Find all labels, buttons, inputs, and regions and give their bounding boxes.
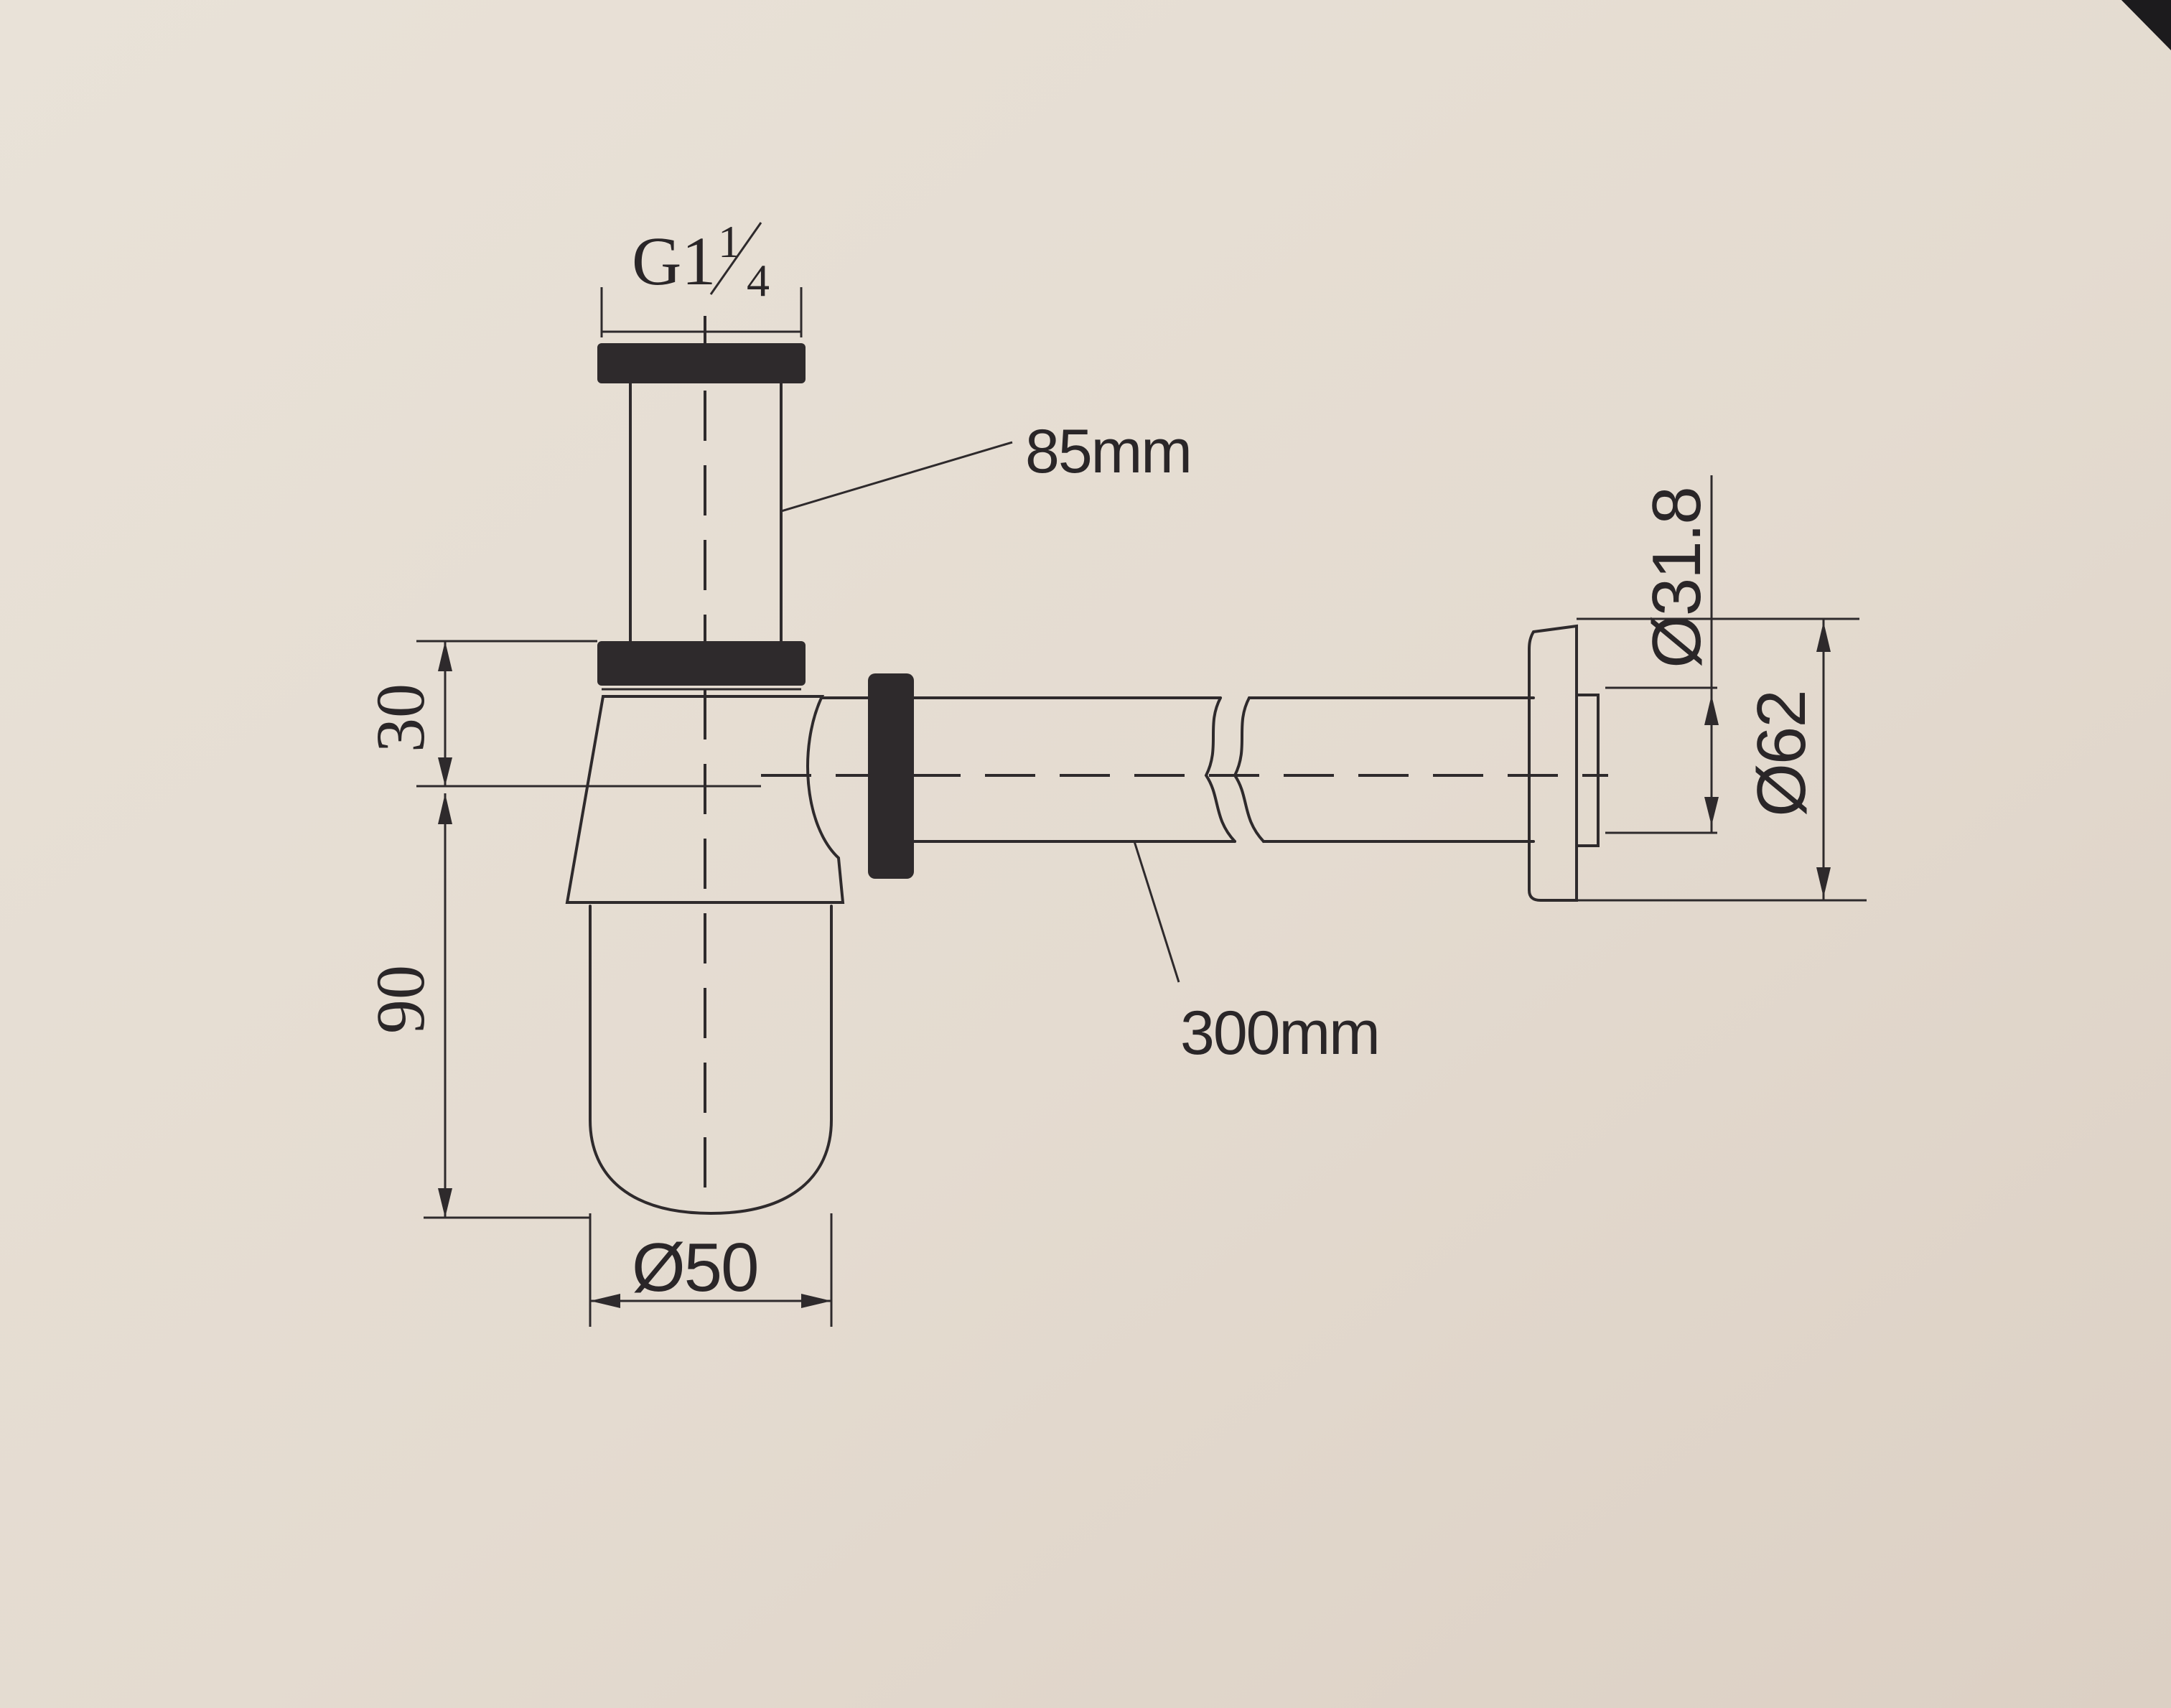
thread-dimension [600,287,803,337]
svg-text:G1: G1 [632,223,716,299]
height-lower-label: 90 [362,965,439,1034]
flange-diameter-dimension [1577,617,1867,902]
pipe-length-leader [1133,841,1180,983]
tailpiece-tube [597,330,806,691]
arm-nut [868,673,914,879]
svg-text:1: 1 [718,216,741,267]
bottle-diameter-dimension [589,1213,833,1327]
height-dimension [416,640,761,1219]
top-thread-ring [597,343,806,383]
horizontal-arm [821,673,1535,879]
tube-length-leader [780,441,1013,513]
bottle-diameter-label: Ø50 [632,1229,757,1306]
middle-ring [597,641,806,686]
tube-length-label: 85mm [1025,417,1191,486]
flange-diameter-label: Ø62 [1743,691,1820,816]
svg-text:4: 4 [747,255,770,306]
height-upper-label: 30 [362,683,439,752]
pipe-diameter-label: Ø31.8 [1638,487,1715,668]
paper-corner-shadow [2121,0,2171,50]
thread-label: G1 1 4 [632,216,770,306]
bottle-body [565,695,845,1215]
wall-flange [1528,624,1600,902]
pipe-length-label: 300mm [1180,999,1379,1068]
pipe-diameter-dimension [1605,475,1719,834]
